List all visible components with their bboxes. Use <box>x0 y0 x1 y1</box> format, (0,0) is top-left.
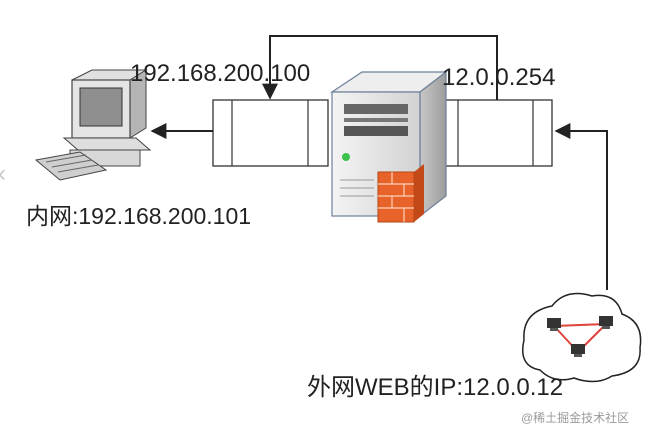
arrow-from-external <box>554 123 608 290</box>
inner-gateway-ip-label: 192.168.200.100 <box>130 60 311 87</box>
collapse-edge-glyph: ‹ <box>0 160 6 188</box>
lan-host-ip-label: 内网:192.168.200.101 <box>26 203 252 229</box>
inner-interface-box <box>212 99 329 167</box>
outer-interface-box <box>439 99 553 167</box>
desktop-computer-icon <box>34 69 152 181</box>
watermark-text: @稀土掘金技术社区 <box>521 411 630 425</box>
firewall-brick-icon <box>377 164 424 223</box>
cloud-network-icon <box>522 292 642 383</box>
server-tower-icon <box>330 70 448 218</box>
outer-gateway-ip-label: 12.0.0.254 <box>442 64 556 91</box>
external-web-ip-label: 外网WEB的IP:12.0.0.12 <box>307 374 564 401</box>
loop-connector <box>262 35 498 100</box>
